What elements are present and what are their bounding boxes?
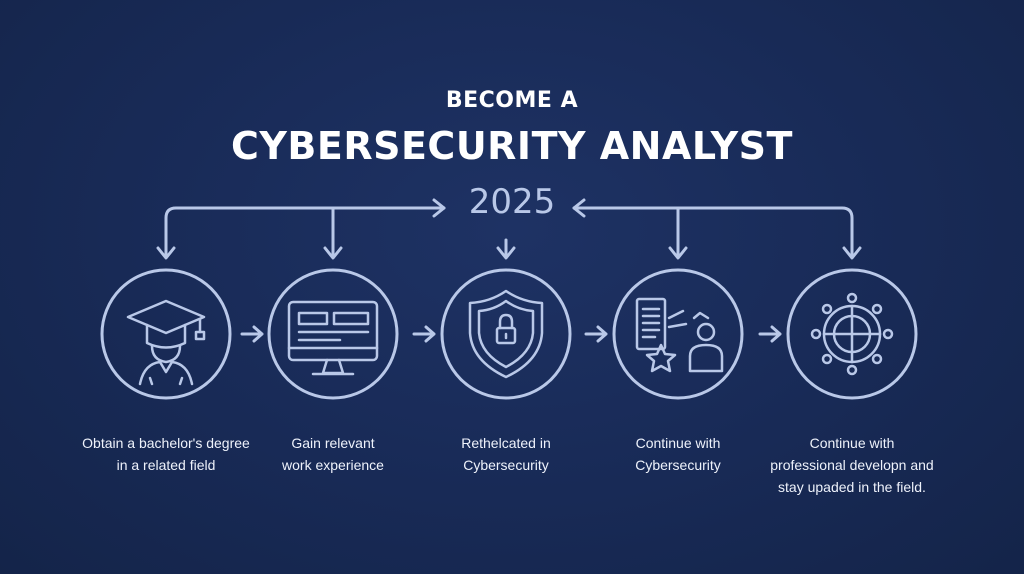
right-bracket-line (572, 206, 854, 258)
step-circle-4 (612, 268, 744, 400)
page-title: CYBERSECURITY ANALYST (231, 124, 793, 168)
year-label: 2025 (468, 182, 556, 222)
monitor-icon (287, 300, 379, 376)
arrow-1-2 (240, 325, 264, 343)
step-caption-3: Rethelcated in Cybersecurity (461, 435, 551, 473)
step-circle-1 (100, 268, 232, 400)
step-circle-5 (786, 268, 918, 400)
left-bracket-arrowhead (432, 198, 446, 218)
left-bracket-line (164, 206, 446, 258)
step-circles (100, 268, 918, 400)
step-caption-1: Obtain a bachelor's degree in a related … (82, 435, 250, 473)
title-line-1: BECOME A (445, 88, 579, 113)
step-caption-2: Gain relevant work experience (282, 435, 384, 473)
step-caption-5: Continue with professional developn and … (770, 435, 934, 495)
drop-arrowhead-4 (668, 246, 688, 260)
graduate-icon (126, 299, 206, 386)
drop-arrowhead-2 (323, 246, 343, 260)
step-caption-4: Continue with Cybersecurity (635, 435, 721, 473)
step-arrows (240, 325, 782, 343)
arrow-3-4 (584, 325, 608, 343)
arrow-2-3 (412, 325, 436, 343)
document-person-icon (635, 297, 724, 373)
top-connectors (156, 198, 862, 260)
right-bracket-arrowhead (572, 198, 586, 218)
drop-arrowhead-1 (156, 246, 176, 260)
arrow-4-5 (758, 325, 782, 343)
shield-lock-icon (468, 289, 544, 379)
step-circle-3 (440, 268, 572, 400)
drop-arrowhead-5 (842, 246, 862, 260)
network-globe-icon (810, 292, 894, 376)
drop-arrowhead-3 (496, 246, 516, 260)
step-circle-2 (267, 268, 399, 400)
